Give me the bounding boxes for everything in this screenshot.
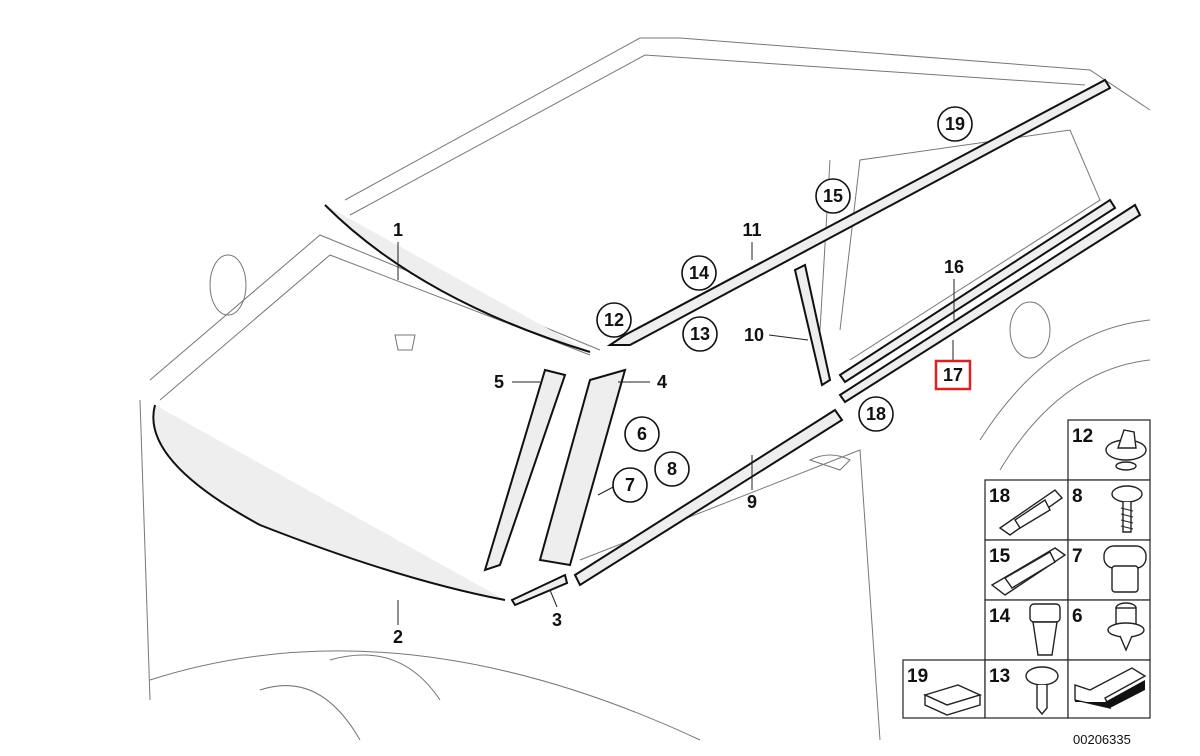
callout-6[interactable]: 6	[637, 424, 647, 444]
callout-circle	[654, 451, 690, 487]
callout-circle	[612, 467, 648, 503]
screw-icon	[1111, 485, 1143, 533]
legend-label-14: 14	[989, 606, 1011, 627]
parts	[152, 78, 1142, 607]
clip-icon	[1105, 429, 1147, 471]
diagram-id: 00206335	[1073, 732, 1131, 747]
screw-icon	[1025, 666, 1059, 716]
callout-14[interactable]: 14	[689, 263, 709, 283]
callout-8[interactable]: 8	[667, 459, 677, 479]
callout-18[interactable]: 18	[866, 404, 886, 424]
callout-4[interactable]: 4	[657, 372, 667, 392]
pad-icon	[923, 684, 982, 716]
callout-17[interactable]: 17	[943, 365, 963, 385]
callout-16[interactable]: 16	[944, 257, 964, 277]
leader-lines	[397, 242, 955, 625]
legend-label-7: 7	[1072, 546, 1083, 567]
callout-5[interactable]: 5	[494, 372, 504, 392]
callout-circle	[815, 178, 851, 214]
callout-12[interactable]: 12	[604, 310, 624, 330]
highlight-box	[934, 359, 972, 391]
legend-label-19: 19	[907, 666, 928, 687]
direction-arrow-icon	[1074, 667, 1147, 710]
callout-15[interactable]: 15	[823, 186, 843, 206]
fastener-legend: 12 18 8 15 7 14 6 19 13 00206335	[902, 419, 1151, 747]
callout-10[interactable]: 10	[744, 325, 764, 345]
callout-circle	[596, 302, 632, 338]
retainer-clip-icon	[998, 489, 1064, 536]
callout-1[interactable]: 1	[393, 220, 403, 240]
callout-13[interactable]: 13	[690, 324, 710, 344]
callout-3[interactable]: 3	[552, 610, 562, 630]
retainer-clip-icon	[990, 547, 1067, 596]
callout-circle	[681, 255, 717, 291]
legend-label-12: 12	[1072, 426, 1093, 447]
legend-label-13: 13	[989, 666, 1010, 687]
callout-7[interactable]: 7	[625, 475, 635, 495]
grommet-icon	[1103, 545, 1147, 593]
callout-circle	[682, 316, 718, 352]
callout-circle	[858, 396, 894, 432]
push-rivet-icon	[1107, 602, 1145, 652]
callout-circle	[624, 416, 660, 452]
callout-9[interactable]: 9	[747, 492, 757, 512]
legend-label-6: 6	[1072, 606, 1083, 627]
legend-label-18: 18	[989, 486, 1010, 507]
legend-label-15: 15	[989, 546, 1011, 567]
callouts: 1 2 3 4 5 6 7 8 9 10 11 12 13 14 15 16 1…	[393, 106, 973, 647]
legend-label-8: 8	[1072, 486, 1083, 507]
callout-19[interactable]: 19	[945, 114, 965, 134]
callout-11[interactable]: 11	[742, 220, 761, 240]
nut-clip-icon	[1029, 603, 1061, 656]
callout-2[interactable]: 2	[393, 627, 403, 647]
callout-circle	[937, 106, 973, 142]
